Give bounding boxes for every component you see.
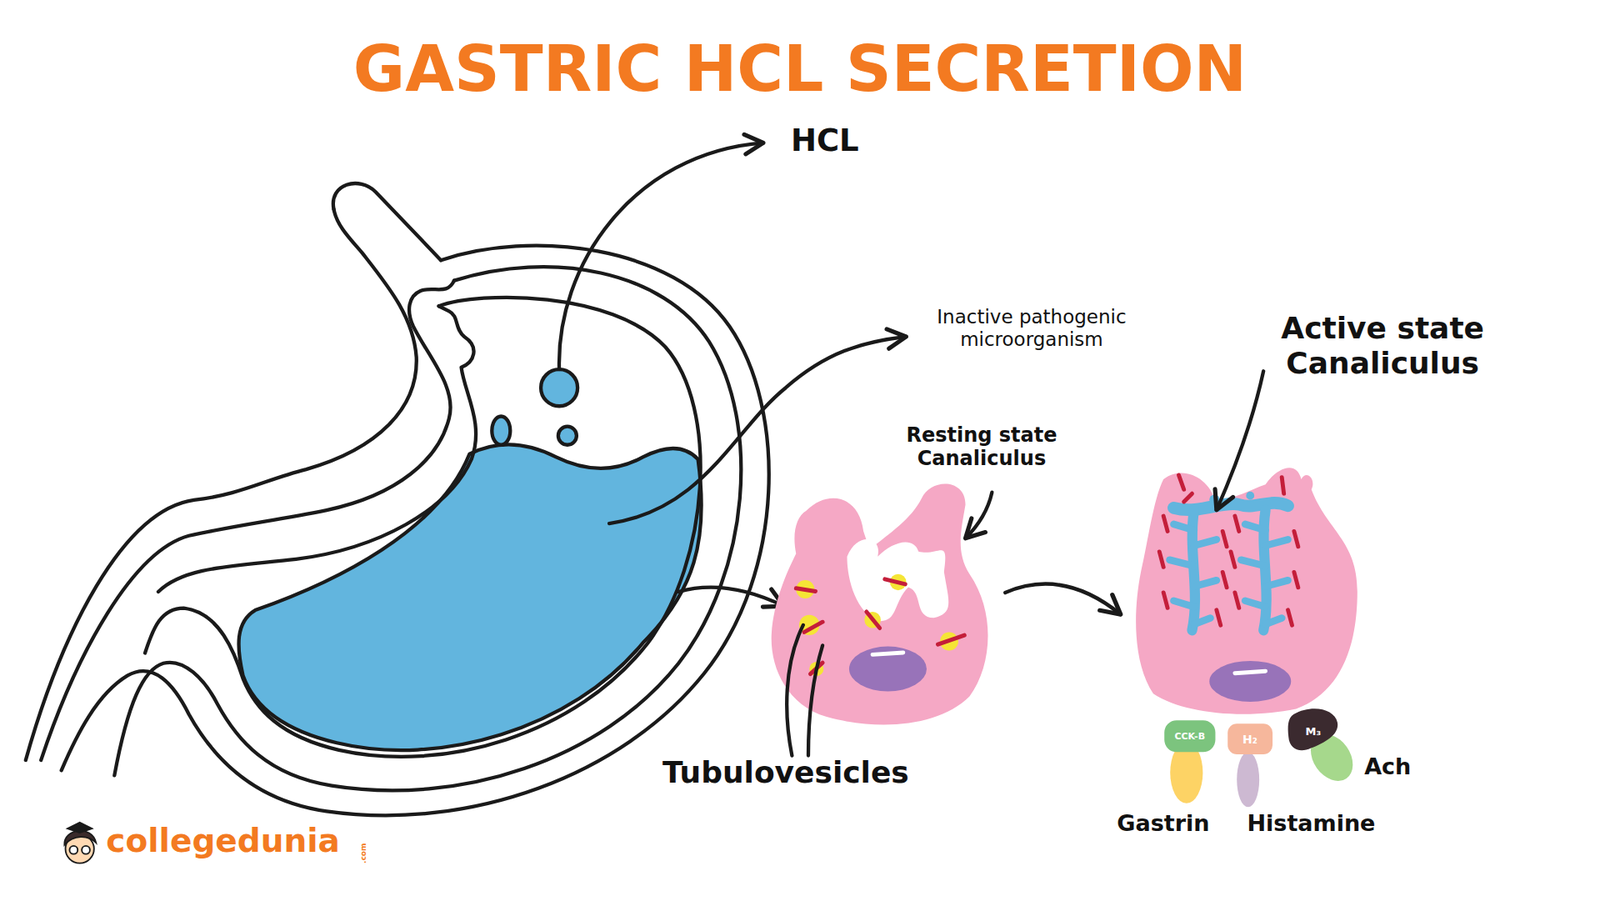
canaliculus [1194,540,1217,546]
leader-arrow [786,491,992,755]
stomach-illustration [25,183,770,815]
proton-pump [1159,551,1164,567]
proton-pump [1294,572,1299,588]
proton-pump [1216,610,1221,625]
title: GASTRIC HCL SECRETION [0,32,1600,105]
canaliculus [1240,560,1265,566]
stomach-illustration [239,444,702,750]
proton-pump [1235,516,1240,532]
callout-label: HCL [790,123,904,160]
canaliculus [1245,524,1265,530]
ligand-shape [1235,750,1260,809]
stomach-illustration [145,297,701,757]
proton-pump [885,578,905,584]
stomach-illustration [333,183,441,260]
logo-icon [67,822,92,833]
proton-pump [1183,494,1192,503]
watermark: collegedunia [105,822,371,860]
node-label: CCK-B [1163,719,1217,753]
ligand-shape [1236,751,1260,807]
leader-arrow [808,645,823,755]
canaliculus [1245,600,1265,607]
node-label: Active state Canaliculus [1235,310,1531,380]
nucleus [1235,671,1266,674]
leader-arrow [1216,371,1264,511]
tubulovesicle [864,610,881,628]
proton-pump [1294,531,1299,547]
logo-icon [81,845,90,855]
node-label: Gastrin [1101,810,1225,836]
canaliculus [1194,618,1211,625]
proton-pump [1230,551,1235,567]
proton-pump [937,635,965,645]
resting-parietal-cell-shape [767,480,998,731]
callout-label: Inactive pathogenic microorganism [898,305,1166,350]
proton-pump [1163,516,1168,532]
canaliculus [1265,580,1288,587]
resting-parietal-cell: Resting state CanaliculusTubulovesicles [767,480,998,731]
node-label: H₂ [1226,722,1274,755]
canaliculus [1169,560,1194,566]
canaliculus [1173,524,1194,530]
ligand-shape [1301,725,1361,789]
canaliculus [1245,491,1255,500]
logo-icon [69,845,78,855]
nucleus [872,651,904,654]
leader-arrow [559,142,764,370]
nucleus [849,645,927,691]
receptor: CCK-B [1163,719,1217,753]
active-parietal-cell: Active state Canaliculus [1130,460,1361,716]
leader-arrow [678,587,784,607]
ligand-shape [1170,741,1203,803]
proton-pump [1287,610,1292,625]
flow-arrow [1005,584,1120,615]
cell-body [771,483,989,725]
node-label: M₃ [1287,709,1339,755]
node-label: Histamine [1230,810,1394,836]
receptor: H₂ [1226,722,1274,755]
node-label: Ach [1364,753,1436,780]
cell-body [1135,468,1358,715]
proton-pump [1222,531,1227,547]
leader-arrow [786,624,804,755]
stomach-illustration [558,426,577,445]
proton-pump [1163,592,1168,608]
proton-pump [1222,572,1227,588]
receptor: M₃ [1287,709,1339,755]
active-parietal-cell-shape [1130,460,1361,716]
proton-pump [804,621,823,632]
proton-pump [795,587,815,591]
proton-pump [1281,477,1284,495]
node-sublabel: Tubulovesicles [632,755,939,790]
nucleus [1209,660,1291,702]
canaliculus [1173,600,1194,607]
canaliculus [1265,540,1288,546]
leader-arrow [609,336,906,524]
leader-arrow [965,491,992,538]
proton-pump [1178,475,1184,490]
stomach-illustration [540,369,578,406]
proton-pump [866,610,880,628]
stomach-illustration [114,266,741,790]
stomach-illustration [158,305,476,592]
canaliculus [846,539,949,621]
watermark: .com [359,832,368,864]
canaliculus [1265,618,1282,625]
node-label: Resting state Canaliculus [880,424,1085,470]
stomach-illustration [25,209,417,760]
stomach-illustration [491,415,510,445]
logo-icon [64,822,96,864]
proton-pump [1235,592,1240,608]
ligand: Histamine [1235,750,1260,809]
canaliculus [1194,580,1217,587]
